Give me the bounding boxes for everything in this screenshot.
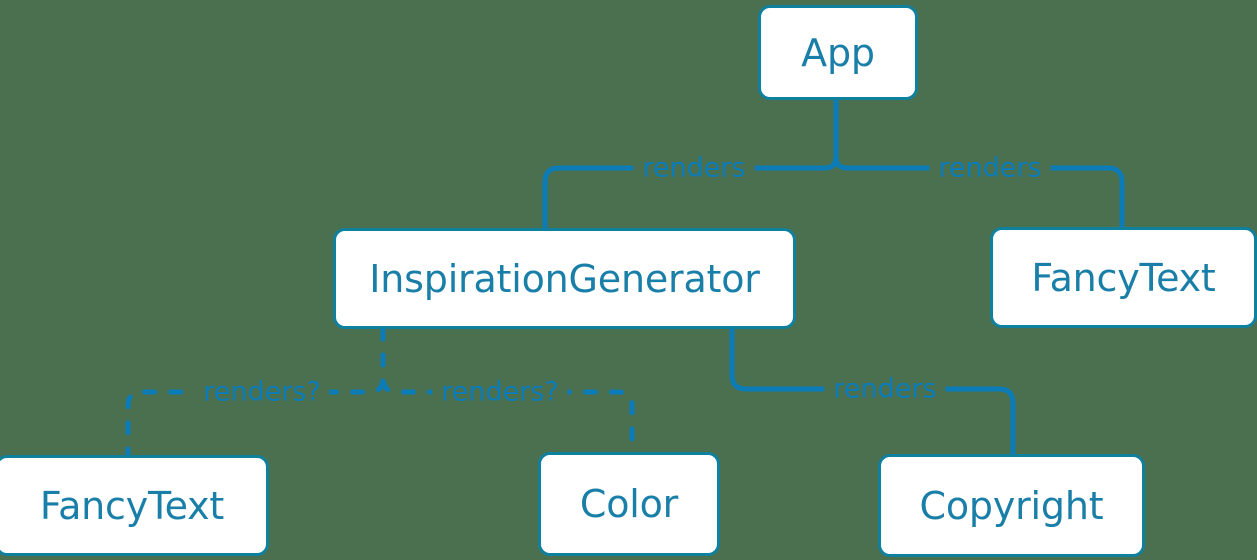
edge-app-to-inspirationgenerator	[542, 154, 839, 231]
edge-label-inspirationgenerator-color: renders?	[432, 378, 568, 406]
node-inspirationgenerator[interactable]: InspirationGenerator	[333, 228, 796, 329]
node-app-label: App	[801, 30, 875, 75]
node-fancytext-bottom-label: FancyText	[39, 483, 225, 528]
edge-label-inspirationgenerator-fancytext-bottom: renders?	[194, 378, 330, 406]
node-copyright-label: Copyright	[919, 483, 1104, 528]
node-app[interactable]: App	[758, 5, 918, 100]
node-fancytext-bottom[interactable]: FancyText	[0, 455, 269, 556]
node-inspirationgenerator-label: InspirationGenerator	[369, 256, 760, 301]
node-copyright[interactable]: Copyright	[878, 454, 1145, 557]
node-fancytext-right-label: FancyText	[1031, 255, 1216, 300]
edge-label-app-inspirationgenerator: renders	[633, 154, 755, 182]
edge-label-app-fancytext-right: renders	[929, 154, 1051, 182]
edge-label-inspirationgenerator-copyright: renders	[824, 375, 946, 403]
node-color[interactable]: Color	[538, 452, 720, 556]
node-fancytext-right[interactable]: FancyText	[990, 227, 1257, 328]
node-color-label: Color	[579, 482, 679, 526]
